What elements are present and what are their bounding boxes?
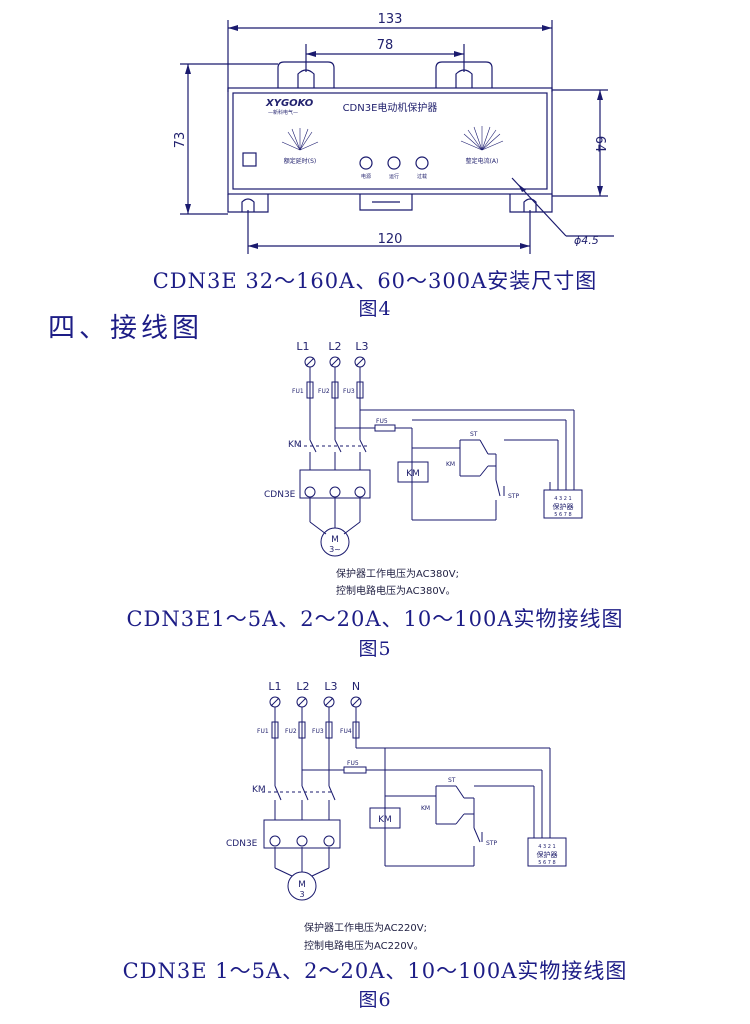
fig6-number: 图6 xyxy=(358,989,392,1011)
phase-l1-fig6: L1 xyxy=(268,680,281,693)
dim-78-label: 78 xyxy=(377,38,394,53)
phase-l3-fig6: L3 xyxy=(324,680,337,693)
label-km-aux-fig6: KM xyxy=(421,805,430,812)
brand-subtitle: —新科电气— xyxy=(268,109,298,116)
label-fu5-fig5: FU5 xyxy=(376,418,388,425)
phase-n-fig6: N xyxy=(352,680,360,693)
label-km-contactor-fig5: KM xyxy=(288,440,302,450)
label-km-contactor-fig6: KM xyxy=(252,785,266,795)
dim-133-label: 133 xyxy=(378,12,403,27)
knob-left-label: 额定延时(S) xyxy=(284,157,317,165)
led-label-run: 运行 xyxy=(389,173,399,180)
terminal-block-fig6 xyxy=(527,837,567,867)
fig5-note-1: 保护器工作电压为AC380V; xyxy=(336,569,459,580)
fuse-fu5 xyxy=(374,424,396,432)
label-coil-fig6: KM xyxy=(378,815,392,825)
coil-km-fig6 xyxy=(369,807,401,829)
fuse-fu2-fig6 xyxy=(298,721,306,739)
dim-64-label: 64 xyxy=(592,136,607,153)
label-motor-phase-fig5: 3~ xyxy=(329,545,341,554)
phase-l3-fig5: L3 xyxy=(355,340,368,353)
terminal-top-fig6: 4 3 2 1 xyxy=(538,844,556,850)
label-motor-fig6: M xyxy=(298,880,306,890)
label-stp-fig5: STP xyxy=(508,493,519,500)
terminal-bottom-fig6: 5 6 7 8 xyxy=(538,860,556,866)
terminal-name-fig6: 保护器 xyxy=(537,850,558,859)
label-motor-phase-fig6: 3 xyxy=(299,890,304,899)
fig4-drawing xyxy=(180,20,614,254)
led-overload xyxy=(415,156,429,170)
fig5-note-2: 控制电路电压为AC380V。 xyxy=(336,586,456,597)
label-km-aux-fig5: KM xyxy=(446,461,455,468)
fig5-number: 图5 xyxy=(358,638,392,660)
device-title: CDN3E电动机保护器 xyxy=(343,101,438,114)
fuse-fu1 xyxy=(306,381,314,399)
fig6-caption: CDN3E 1～5A、2～20A、10～100A实物接线图 xyxy=(122,959,628,983)
label-fu2-fig6: FU2 xyxy=(285,728,297,735)
led-run xyxy=(387,156,401,170)
fuse-fu2 xyxy=(331,381,339,399)
motor-fig6 xyxy=(287,871,317,901)
led-power xyxy=(359,156,373,170)
label-fu1-fig6: FU1 xyxy=(257,728,269,735)
fuse-fu4-fig6 xyxy=(352,721,360,739)
label-stp-fig6: STP xyxy=(486,840,497,847)
knob-right-label: 整定电流(A) xyxy=(466,157,499,165)
terminal-block-fig5 xyxy=(543,489,583,519)
knob-right xyxy=(460,126,504,151)
label-fu1-fig5: FU1 xyxy=(292,388,304,395)
label-fu3-fig5: FU3 xyxy=(343,388,355,395)
protector-box-fig6 xyxy=(263,819,341,849)
dim-hole-label: ϕ4.5 xyxy=(574,234,599,247)
phase-l1-fig5: L1 xyxy=(296,340,309,353)
coil-km xyxy=(397,461,429,483)
label-fu2-fig5: FU2 xyxy=(318,388,330,395)
label-motor-fig5: M xyxy=(331,535,339,545)
fig6-note-1: 保护器工作电压为AC220V; xyxy=(304,923,427,934)
fig4-number: 图4 xyxy=(358,298,392,320)
fig5-drawing xyxy=(298,356,583,557)
phase-l2-fig6: L2 xyxy=(296,680,309,693)
protector-box-fig5 xyxy=(299,469,371,499)
led-label-overload: 过载 xyxy=(417,173,427,180)
fuse-fu5-fig6 xyxy=(343,766,367,774)
label-coil-fig5: KM xyxy=(406,469,420,479)
reset-square xyxy=(242,152,257,167)
top-slot-left xyxy=(277,61,335,88)
motor-fig5 xyxy=(320,527,350,557)
fuse-fu1-fig6 xyxy=(271,721,279,739)
dim-120-label: 120 xyxy=(378,232,403,247)
device-face xyxy=(232,92,548,190)
terminal-name-fig5: 保护器 xyxy=(553,502,574,511)
label-cdn3e-fig5: CDN3E xyxy=(264,490,296,500)
terminal-top-fig5: 4 3 2 1 xyxy=(554,496,572,502)
label-cdn3e-fig6: CDN3E xyxy=(226,839,258,849)
top-slot-right xyxy=(435,61,493,88)
fig6-note-2: 控制电路电压为AC220V。 xyxy=(304,941,424,952)
section-title: 四、接线图 xyxy=(48,313,203,344)
fig6-drawing xyxy=(262,696,567,901)
knob-left xyxy=(281,128,319,151)
fuse-fu3-fig6 xyxy=(325,721,333,739)
led-label-power: 电源 xyxy=(361,173,371,180)
phase-l2-fig5: L2 xyxy=(328,340,341,353)
dim-73-label: 73 xyxy=(173,132,188,149)
brand-logo: XYGOKO xyxy=(265,98,314,109)
fig5-caption: CDN3E1～5A、2～20A、10～100A实物接线图 xyxy=(126,607,624,631)
device-body xyxy=(227,87,553,195)
label-fu3-fig6: FU3 xyxy=(312,728,324,735)
label-fu4-fig6: FU4 xyxy=(340,728,352,735)
terminal-bottom-fig5: 5 6 7 8 xyxy=(554,512,572,518)
fig4-caption: CDN3E 32～160A、60～300A安装尺寸图 xyxy=(152,269,598,293)
label-fu5-fig6: FU5 xyxy=(347,760,359,767)
label-st-fig6: ST xyxy=(448,777,456,784)
label-st-fig5: ST xyxy=(470,431,478,438)
fuse-fu3 xyxy=(356,381,364,399)
